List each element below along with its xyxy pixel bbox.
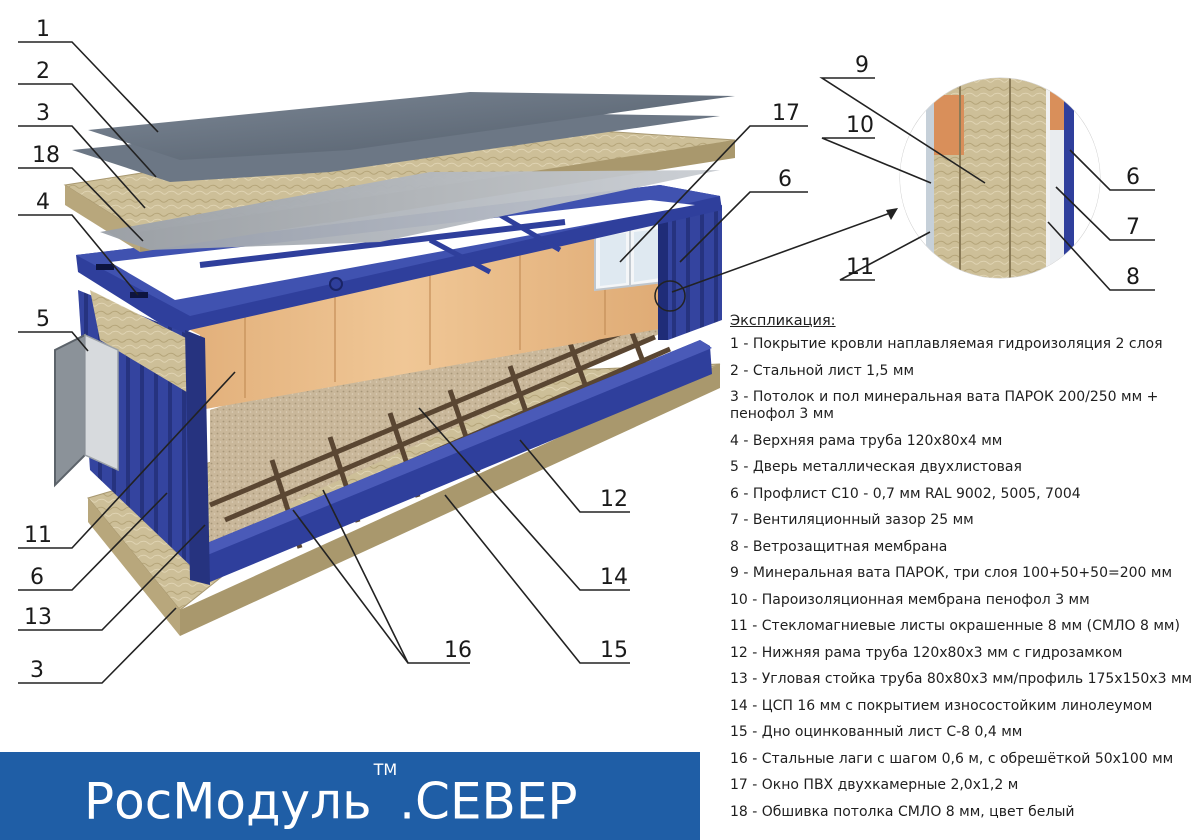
callout-11: 11 <box>24 523 52 548</box>
floor-deck <box>210 290 668 550</box>
top-frame <box>76 185 722 336</box>
metal-door <box>54 333 119 488</box>
callout-detail-10: 10 <box>846 113 874 138</box>
steel-sheet <box>72 112 720 182</box>
legend-item: 4 - Верхняя рама труба 120х80х4 мм <box>730 432 1003 449</box>
wall-detail-circle <box>899 77 1101 279</box>
callout-4: 4 <box>36 190 50 215</box>
legend-item: 1 - Покрытие кровли наплавляемая гидроиз… <box>730 336 1163 352</box>
callout-15: 15 <box>600 638 628 663</box>
legend-item: 5 - Дверь металлическая двухлистовая <box>730 459 1022 475</box>
legend-item: 7 - Вентиляционный зазор 25 мм <box>730 512 974 528</box>
brand-name: РосМодуль <box>84 772 372 831</box>
legend-item: 2 - Стальной лист 1,5 мм <box>730 362 915 379</box>
ceiling-smlo-sheet <box>100 170 720 250</box>
callout-3-bottom: 3 <box>30 658 44 683</box>
detail-connector-arrow <box>886 208 898 220</box>
legend-item: 15 - Дно оцинкованный лист С-8 0,4 мм <box>730 724 1023 740</box>
callout-12: 12 <box>600 487 628 512</box>
leader-lines <box>18 41 1155 684</box>
legend-item: 18 - Обшивка потолка СМЛО 8 мм, цвет бел… <box>730 803 1075 820</box>
detail-connector-line <box>671 211 894 293</box>
callout-6: 6 <box>30 565 44 590</box>
callout-detail-9: 9 <box>855 53 869 78</box>
legend-item: 6 - Профлист С10 - 0,7 мм RAL 9002, 5005… <box>730 485 1081 502</box>
callout-16: 16 <box>444 638 472 663</box>
callout-6-right: 6 <box>778 167 792 192</box>
legend-item: 10 - Пароизоляционная мембрана пенофол 3… <box>730 591 1090 608</box>
legend-item: 16 - Стальные лаги с шагом 0,6 м, с обре… <box>730 750 1174 767</box>
legend-item: 9 - Минеральная вата ПАРОК, три слоя 100… <box>730 565 1173 581</box>
legend-list: 1 - Покрытие кровли наплавляемая гидроиз… <box>730 336 1195 821</box>
callout-detail-6: 6 <box>1126 165 1140 190</box>
brand-title: РосМодульTM.СЕВЕР <box>84 760 578 832</box>
callout-17: 17 <box>772 101 800 126</box>
corner-post <box>185 330 210 585</box>
legend-item: 3 - Потолок и пол минеральная вата ПАРОК… <box>730 389 1159 422</box>
callout-numbers: 1 2 3 18 4 5 11 6 13 3 16 15 14 12 17 6 … <box>24 17 1140 683</box>
detail-marker <box>654 280 686 312</box>
callout-detail-11: 11 <box>846 255 874 280</box>
callout-1: 1 <box>36 17 50 42</box>
right-end-wall <box>658 205 722 340</box>
legend-item: 8 - Ветрозащитная мембрана <box>730 538 948 555</box>
callout-detail-7: 7 <box>1126 215 1140 240</box>
roof-waterproofing <box>88 92 735 160</box>
callout-14: 14 <box>600 565 628 590</box>
trademark-mark: TM <box>373 760 398 779</box>
callout-13: 13 <box>24 605 52 630</box>
brand-bar <box>0 752 700 840</box>
callout-5: 5 <box>36 307 50 332</box>
legend-item: 11 - Стекломагниевые листы окрашенные 8 … <box>730 618 1180 634</box>
legend-item: 17 - Окно ПВХ двухкамерные 2,0х1,2 м <box>730 777 1019 793</box>
legend-title: Экспликация: <box>730 313 836 329</box>
legend-item: 12 - Нижняя рама труба 120х80х3 мм с гид… <box>730 644 1123 661</box>
callout-2: 2 <box>36 59 50 84</box>
callout-18: 18 <box>32 143 60 168</box>
legend: Экспликация: 1 - Покрытие кровли наплавл… <box>730 312 1195 830</box>
callout-3-top: 3 <box>36 101 50 126</box>
brand-suffix: .СЕВЕР <box>399 772 578 831</box>
callout-detail-8: 8 <box>1126 265 1140 290</box>
legend-item: 14 - ЦСП 16 мм с покрытием износостойким… <box>730 697 1153 714</box>
legend-item: 13 - Угловая стойка труба 80х80х3 мм/про… <box>730 671 1193 687</box>
